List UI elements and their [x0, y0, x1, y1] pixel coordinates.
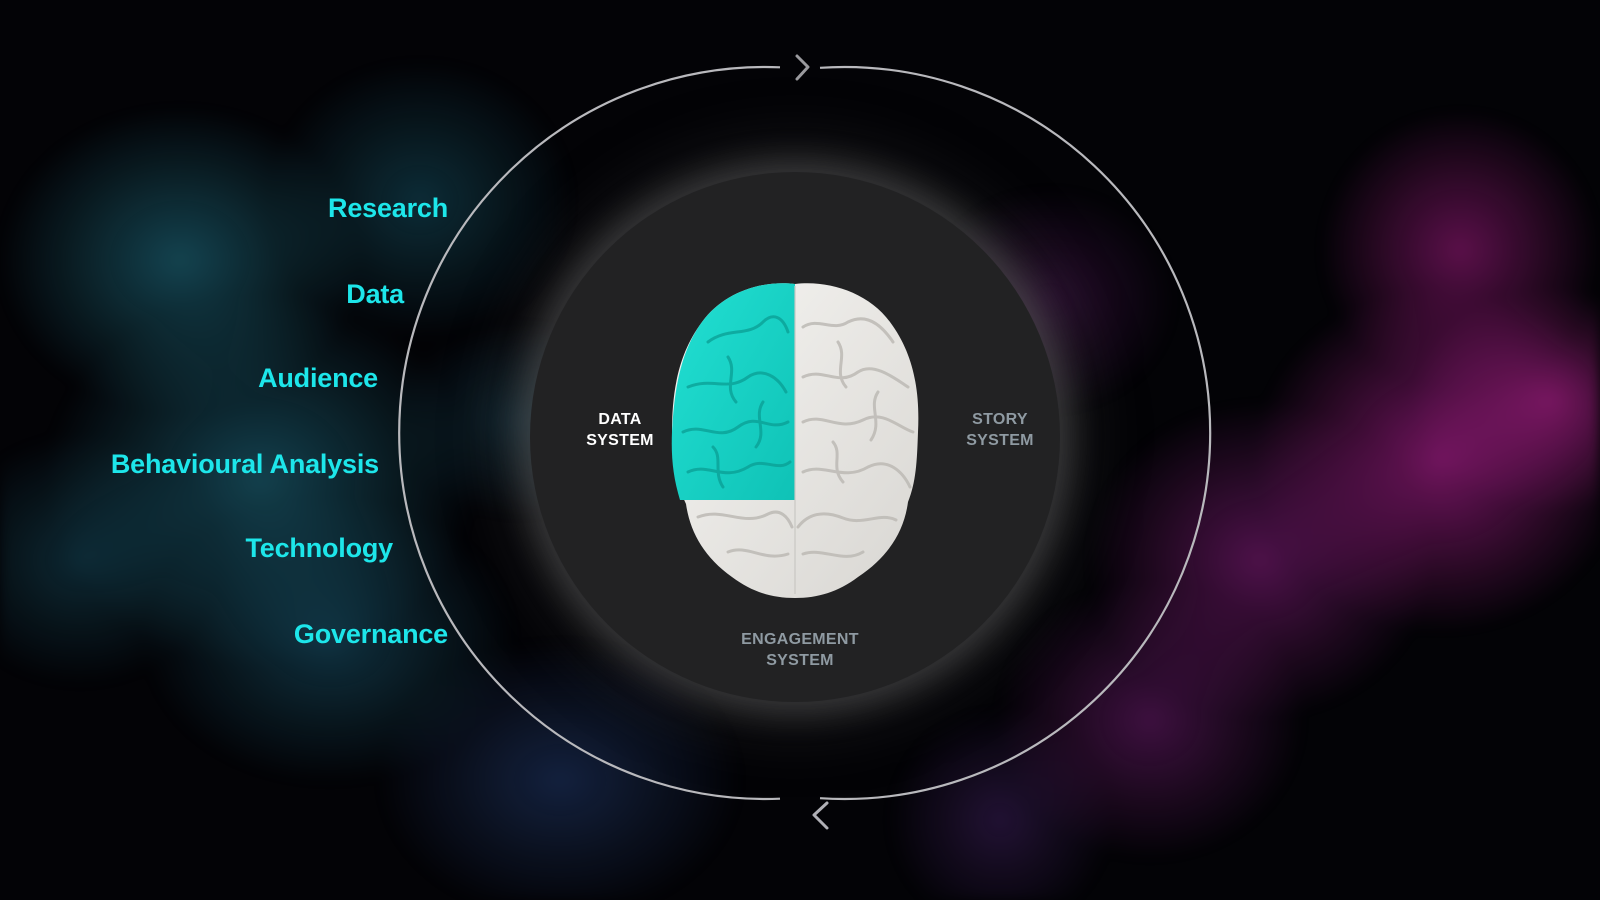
- story-system-label: STORY SYSTEM: [966, 411, 1034, 449]
- pillar-governance: Governance: [293, 619, 448, 649]
- arrow-left-icon: [812, 801, 829, 830]
- brain-icon: [671, 283, 919, 598]
- arrow-right-icon: [795, 54, 810, 81]
- cycle-ring-left-arc: [398, 65, 781, 801]
- pillar-research: Research: [328, 193, 448, 223]
- data-system-label: DATA SYSTEM: [586, 411, 654, 449]
- pillar-behavioural-analysis: Behavioural Analysis: [110, 449, 379, 479]
- cycle-ring-right-arc: [819, 65, 1212, 801]
- engagement-system-label: ENGAGEMENT SYSTEM: [741, 631, 859, 669]
- pillar-audience: Audience: [258, 363, 378, 393]
- pillar-data: Data: [346, 279, 404, 309]
- pillar-technology: Technology: [245, 533, 393, 563]
